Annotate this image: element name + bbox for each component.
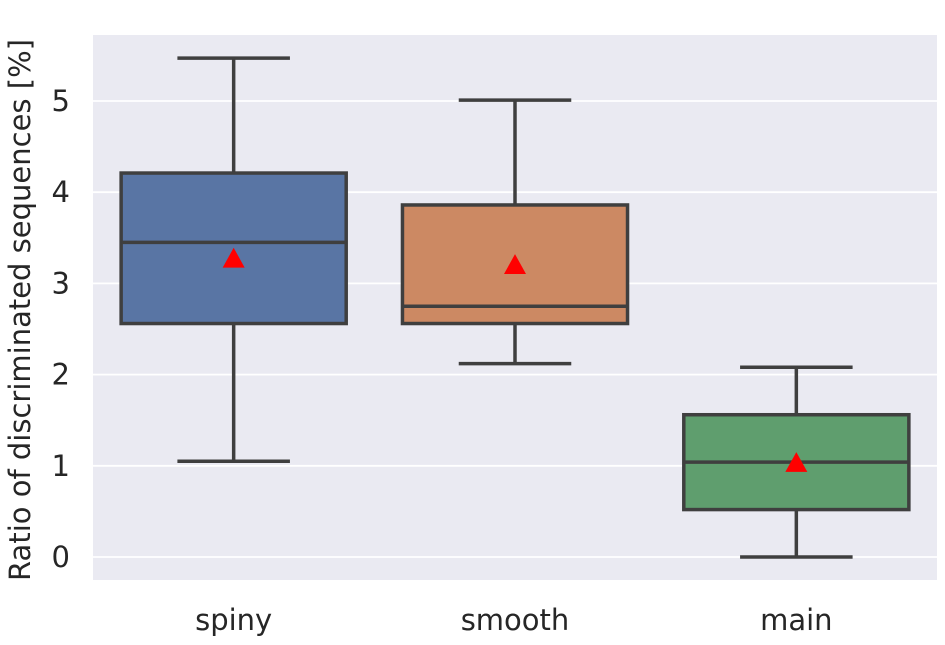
x-tick-label: main (760, 603, 832, 637)
box-spiny (119, 56, 348, 463)
x-tick-label: spiny (195, 603, 272, 637)
mean-marker (504, 254, 526, 274)
y-tick-label: 0 (52, 540, 70, 574)
mean-marker (785, 452, 808, 472)
x-tick-labels: spiny smooth main (195, 603, 832, 637)
y-tick-label: 1 (52, 449, 70, 483)
y-tick-label: 2 (52, 358, 70, 392)
y-tick-label: 5 (52, 84, 70, 118)
y-axis-label: Ratio of discriminated sequences [%] (3, 39, 37, 581)
x-tick-label: smooth (461, 603, 570, 637)
box-main (682, 365, 911, 559)
y-tick-label: 3 (52, 266, 70, 300)
boxes-group (119, 56, 911, 559)
y-tick-labels: 0 1 2 3 4 5 (52, 84, 70, 574)
box-smooth (400, 98, 630, 366)
y-tick-label: 4 (52, 175, 70, 209)
mean-marker (222, 247, 245, 268)
